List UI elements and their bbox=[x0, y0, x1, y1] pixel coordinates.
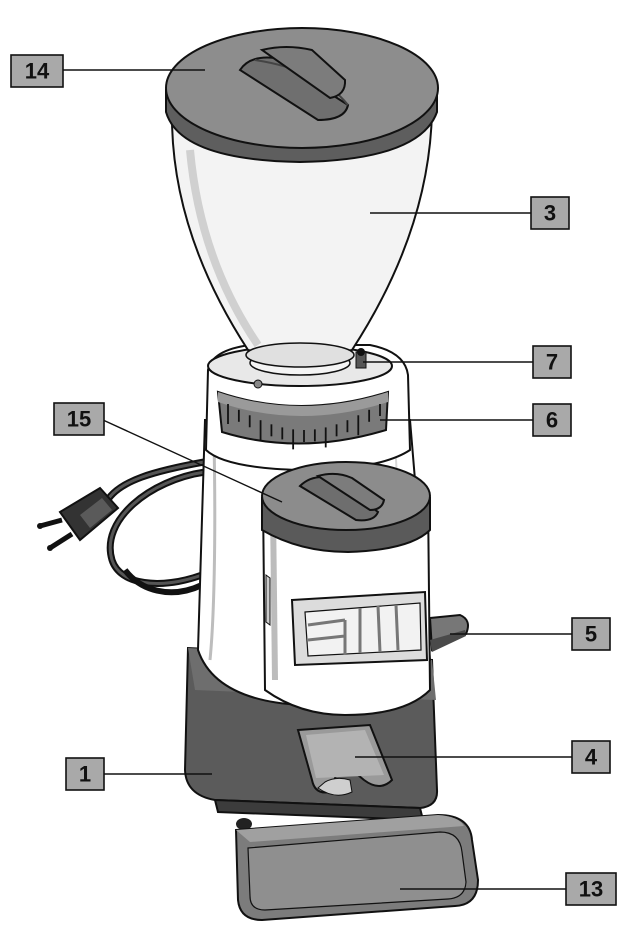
callout-14: 14 bbox=[10, 54, 64, 88]
power-cord bbox=[101, 458, 206, 596]
hopper-lid bbox=[165, 27, 439, 164]
callout-5-label: 5 bbox=[585, 622, 597, 647]
callout-7-label: 7 bbox=[546, 350, 558, 375]
grind-adjustment-ring bbox=[216, 390, 390, 450]
callout-13: 13 bbox=[565, 872, 617, 906]
bean-hopper bbox=[170, 109, 434, 368]
portafilter-fork bbox=[296, 723, 394, 796]
callout-6-label: 6 bbox=[546, 408, 558, 433]
doser-lid-handle bbox=[298, 472, 386, 522]
drip-tray bbox=[234, 813, 480, 922]
callout-7: 7 bbox=[532, 345, 572, 379]
leader-15 bbox=[102, 419, 283, 503]
callout-15-label: 15 bbox=[67, 407, 91, 432]
doser bbox=[261, 461, 469, 717]
lid-handle bbox=[238, 46, 350, 122]
callout-13-label: 13 bbox=[579, 877, 603, 902]
power-plug bbox=[37, 486, 120, 551]
callout-15: 15 bbox=[53, 402, 105, 436]
callout-1: 1 bbox=[65, 757, 105, 791]
callout-5: 5 bbox=[571, 617, 611, 651]
callout-3-label: 3 bbox=[544, 201, 556, 226]
leader-lines bbox=[63, 69, 572, 890]
callout-6: 6 bbox=[532, 403, 572, 437]
doser-window bbox=[290, 590, 429, 667]
callout-14-label: 14 bbox=[25, 59, 50, 84]
callout-4-label: 4 bbox=[585, 745, 598, 770]
callout-4: 4 bbox=[571, 740, 611, 774]
callout-3: 3 bbox=[530, 196, 570, 230]
callout-1-label: 1 bbox=[79, 762, 91, 787]
